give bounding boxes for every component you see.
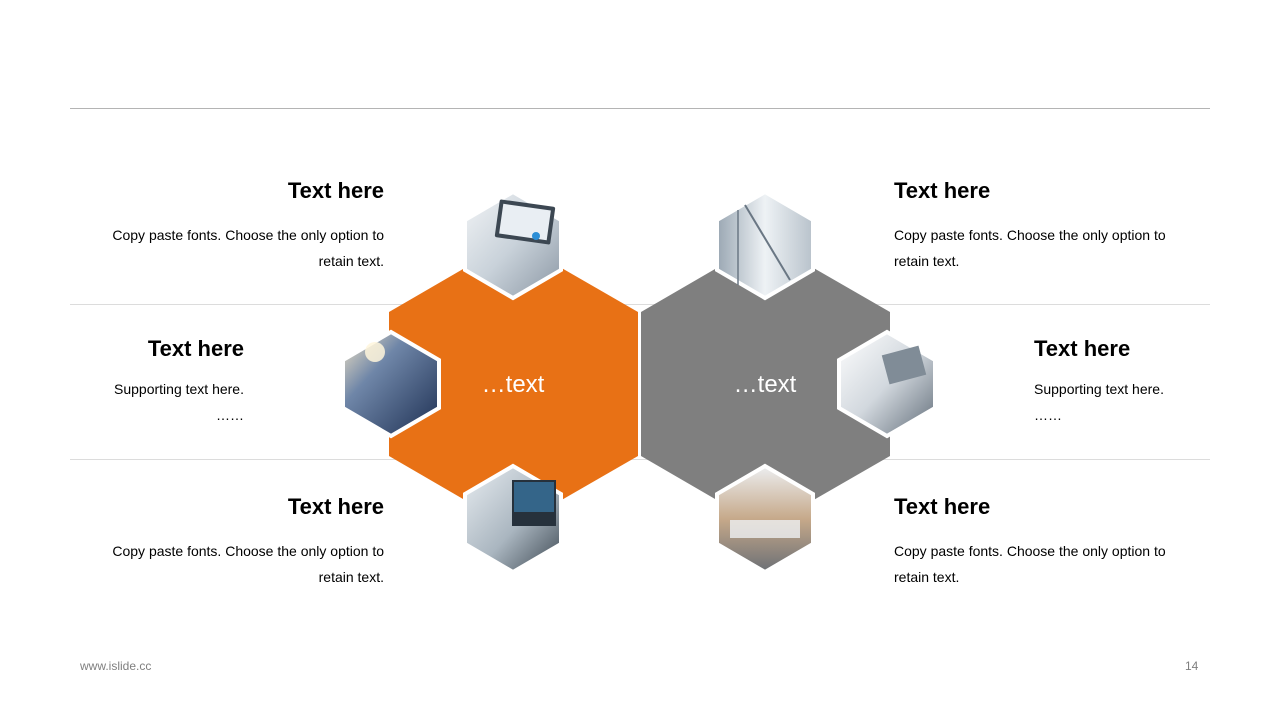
right-top-item: Text here Copy paste fonts. Choose the o…	[894, 178, 1194, 274]
item-text: ……	[1034, 407, 1062, 423]
item-text: retain text.	[894, 253, 960, 269]
item-title: Text here	[287, 494, 384, 519]
laptop-analytics-photo	[463, 189, 563, 301]
item-text: Copy paste fonts. Choose the only option…	[112, 543, 384, 559]
glass-corridor-photo	[715, 189, 815, 301]
item-text: retain text.	[894, 569, 960, 585]
grey-hexagon-label: …text	[734, 371, 797, 398]
item-text: Copy paste fonts. Choose the only option…	[112, 227, 384, 243]
left-bottom-item: Text here Copy paste fonts. Choose the o…	[90, 494, 384, 590]
top-divider	[70, 108, 1210, 109]
item-text: Copy paste fonts. Choose the only option…	[894, 227, 1166, 243]
row-divider-lower	[70, 459, 1210, 460]
item-title: Text here	[1034, 336, 1131, 361]
coffee-laptop-photo	[463, 463, 563, 575]
left-top-item: Text here Copy paste fonts. Choose the o…	[90, 178, 384, 274]
item-title: Text here	[287, 178, 384, 203]
row-divider-upper	[70, 304, 1210, 305]
item-text: retain text.	[318, 569, 384, 585]
item-text: retain text.	[318, 253, 384, 269]
item-text: Supporting text here.	[114, 381, 244, 397]
grey-hexagon	[641, 240, 890, 528]
right-mid-item: Text here Supporting text here. ……	[1034, 336, 1204, 428]
orange-hexagon-label: …text	[482, 371, 545, 398]
left-mid-item: Text here Supporting text here. ……	[90, 336, 244, 428]
item-title: Text here	[147, 336, 244, 361]
item-text: Copy paste fonts. Choose the only option…	[894, 543, 1166, 559]
orange-hexagon	[389, 240, 638, 528]
item-text: ……	[216, 407, 244, 423]
footer-url: www.islide.cc	[80, 659, 152, 673]
page-number: 14	[1185, 659, 1199, 673]
item-title: Text here	[894, 178, 991, 203]
city-handshake-photo	[715, 463, 815, 575]
item-text: Supporting text here.	[1034, 381, 1164, 397]
desk-laptop-photo	[837, 329, 937, 439]
item-title: Text here	[894, 494, 991, 519]
right-bottom-item: Text here Copy paste fonts. Choose the o…	[894, 494, 1194, 590]
skyscraper-photo	[341, 329, 441, 439]
